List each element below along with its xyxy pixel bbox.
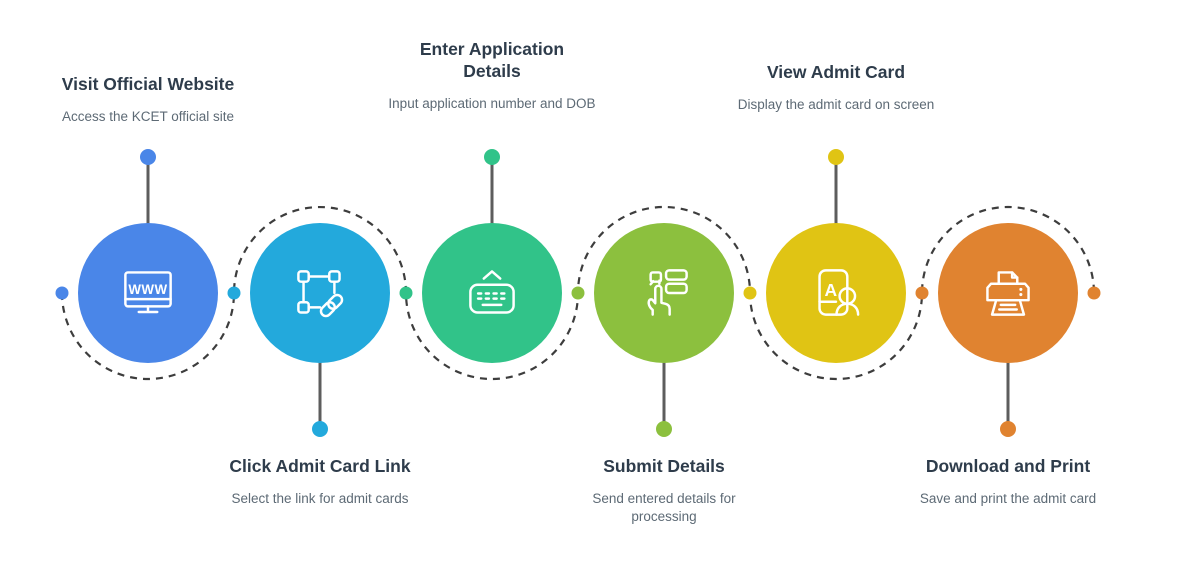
step-description: Save and print the admit card [919,491,1097,506]
step-title: Submit Details [603,456,725,476]
step-label-submit-details: Submit Details Send entered details for … [534,455,794,526]
step-circle-click-link [250,223,390,363]
step-title: Download and Print [925,456,1091,476]
card-letter-text: A [825,280,838,300]
stem-dot-step-4 [656,421,672,437]
stem-dot-step-6 [1000,421,1016,437]
keyboard-icon [469,270,515,314]
step-circle-view-admit-card: A [766,223,906,363]
step-label-visit-website: Visit Official Website Access the KCET o… [18,73,278,126]
path-dot-end [1087,286,1101,300]
path-dot-4-5 [743,286,757,300]
step-title: View Admit Card [766,62,906,82]
monitor-www-icon: WWW [124,271,172,314]
stem-dot-step-3 [484,149,500,165]
path-dot-2-3 [399,286,413,300]
stem-dot-step-2 [312,421,328,437]
step-title: Click Admit Card Link [229,456,411,476]
path-dot-1-2 [227,286,241,300]
step-description: Access the KCET official site [61,109,235,124]
step-circle-enter-details [422,223,562,363]
monitor-www-text: WWW [128,282,167,297]
step-description: Input application number and DOB [388,96,596,111]
step-description: Select the link for admit cards [231,491,409,506]
stem-dot-step-5 [828,149,844,165]
step-label-download-print: Download and Print Save and print the ad… [878,455,1138,508]
id-card-icon: A [818,269,860,316]
path-dot-start [55,286,69,300]
step-description: Display the admit card on screen [737,97,935,112]
tap-form-icon [647,269,688,316]
step-label-click-link: Click Admit Card Link Select the link fo… [190,455,450,508]
step-label-enter-details: Enter Application Details Input applicat… [362,38,622,113]
step-circle-submit-details [594,223,734,363]
path-dot-5-6 [915,286,929,300]
step-circle-visit-website: WWW [78,223,218,363]
step-description: Send entered details for processing [592,491,736,524]
stem-dot-step-1 [140,149,156,165]
printer-icon [986,271,1030,316]
link-selection-icon [297,270,344,318]
step-circle-download-print [938,223,1078,363]
step-title: Visit Official Website [61,74,235,94]
path-dot-3-4 [571,286,585,300]
step-label-view-admit-card: View Admit Card Display the admit card o… [706,61,966,114]
step-title: Enter Application Details [419,39,565,81]
